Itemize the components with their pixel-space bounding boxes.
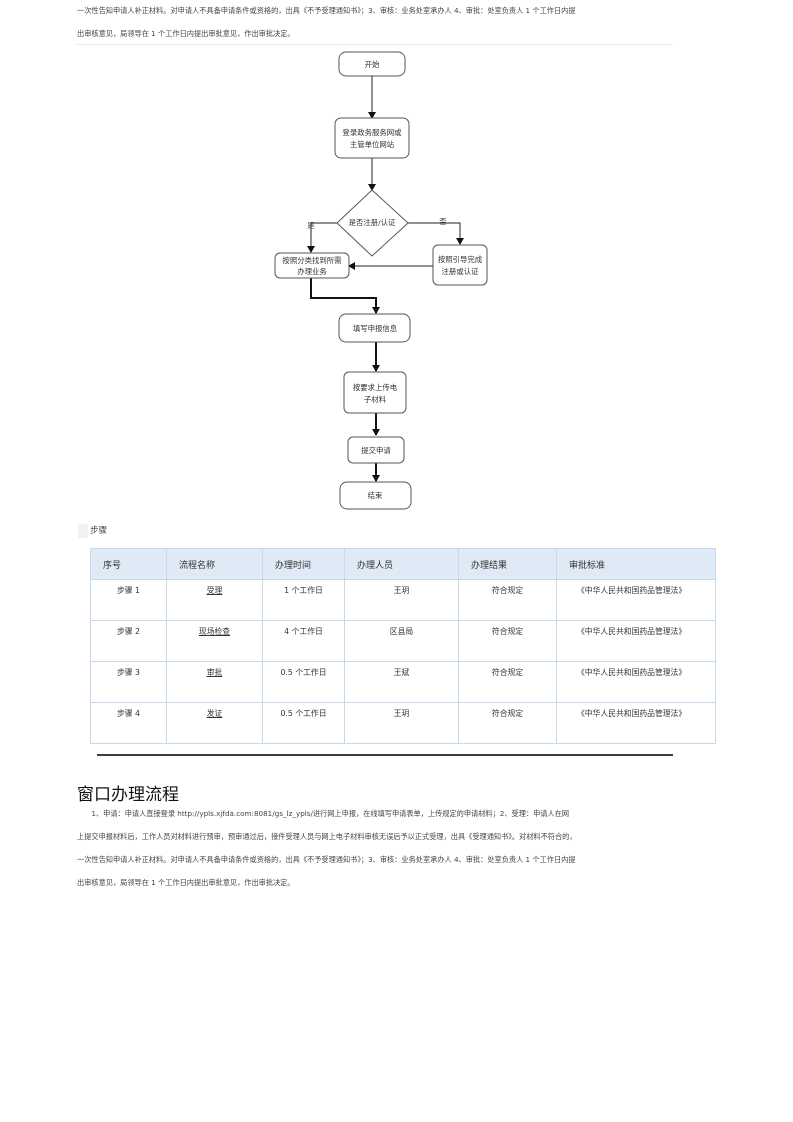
- step-handler: 区县局: [344, 620, 459, 662]
- step-number: 步骤 4: [90, 702, 167, 744]
- step-time: 0.5 个工作日: [262, 702, 345, 744]
- step-standard: 《中华人民共和国药品管理法》: [556, 661, 716, 703]
- flow-node-label: 登录政务服务网或: [342, 128, 402, 137]
- flow-node-label: 是否注册/认证: [349, 218, 396, 227]
- step-time: 0.5 个工作日: [262, 661, 345, 703]
- step-standard: 《中华人民共和国药品管理法》: [556, 579, 716, 621]
- section-divider: [97, 754, 673, 756]
- step-number: 步骤 1: [90, 579, 167, 621]
- step-result: 符合规定: [458, 579, 557, 621]
- step-handler: 王斌: [344, 661, 459, 703]
- step-name-link[interactable]: 受理: [206, 586, 223, 595]
- flow-node-label: 办理业务: [297, 267, 327, 276]
- paragraph-line: 一次性告知申请人补正材料。对申请人不具备申请条件或资格的，出具《不予受理通知书》…: [77, 855, 576, 864]
- flow-node-label: 提交申请: [361, 446, 391, 455]
- top-paragraph-line: 一次性告知申请人补正材料。对申请人不具备申请条件或资格的，出具《不予受理通知书》…: [77, 6, 576, 15]
- flow-node-find-business: 按照分类找到所需 办理业务: [274, 252, 350, 279]
- table-row: 步骤 3 审批 0.5 个工作日 王斌 符合规定 《中华人民共和国药品管理法》: [90, 661, 716, 703]
- flow-node-start: 开始: [338, 51, 406, 77]
- step-name-link[interactable]: 发证: [206, 709, 223, 718]
- column-header: 序号: [90, 548, 167, 580]
- table-row: 步骤 1 受理 1 个工作日 王玥 符合规定 《中华人民共和国药品管理法》: [90, 579, 716, 621]
- step-standard: 《中华人民共和国药品管理法》: [556, 702, 716, 744]
- step-result: 符合规定: [458, 702, 557, 744]
- table-row: 步骤 2 现场检查 4 个工作日 区县局 符合规定 《中华人民共和国药品管理法》: [90, 620, 716, 662]
- column-header: 审批标准: [556, 548, 716, 580]
- column-header: 办理结果: [458, 548, 557, 580]
- steps-label: 步骤: [77, 524, 108, 538]
- yes-label: 是: [307, 221, 315, 230]
- step-time: 4 个工作日: [262, 620, 345, 662]
- flow-node-label: 填写申报信息: [353, 324, 397, 333]
- step-standard: 《中华人民共和国药品管理法》: [556, 620, 716, 662]
- flow-node-label: 开始: [365, 60, 380, 69]
- flow-node-register: 按照引导完成 注册或认证: [432, 244, 488, 286]
- step-result: 符合规定: [458, 661, 557, 703]
- flow-connector: [408, 222, 464, 245]
- flow-node-submit: 提交申请: [347, 436, 405, 464]
- flow-node-decision: 是否注册/认证: [336, 189, 409, 257]
- step-handler: 王玥: [344, 702, 459, 744]
- flow-node-label: 按照引导完成: [438, 255, 483, 264]
- flow-node-label: 按要求上传电: [353, 383, 398, 392]
- flow-node-login: 登录政务服务网或 主管单位网站: [334, 117, 410, 159]
- flow-node-label: 注册或认证: [442, 267, 480, 276]
- table-row: 步骤 4 发证 0.5 个工作日 王玥 符合规定 《中华人民共和国药品管理法》: [90, 702, 716, 744]
- step-time: 1 个工作日: [262, 579, 345, 621]
- step-handler: 王玥: [344, 579, 459, 621]
- paragraph-line: 出审核意见，局领导在 1 个工作日内提出审批意见，作出审批决定。: [77, 878, 295, 887]
- flowchart: 开始 登录政务服务网或 主管单位网站 是否注册/认证 是 否 按照分类找到所需 …: [274, 51, 488, 510]
- flow-node-label: 按照分类找到所需: [282, 256, 341, 265]
- step-name-cell: 现场检查: [166, 620, 263, 662]
- step-name-cell: 受理: [166, 579, 263, 621]
- flow-node-upload: 按要求上传电 子材料: [343, 371, 407, 414]
- step-name-link[interactable]: 现场检查: [198, 627, 231, 636]
- flow-node-label: 结束: [368, 491, 383, 500]
- step-name-cell: 审批: [166, 661, 263, 703]
- table-header-row: 序号 流程名称 办理时间 办理人员 办理结果 审批标准: [90, 548, 716, 580]
- divider: [77, 44, 673, 45]
- top-paragraph: 一次性告知申请人补正材料。对申请人不具备申请条件或资格的，出具《不予受理通知书》…: [77, 0, 677, 46]
- section-title: 窗口办理流程: [77, 785, 179, 805]
- step-name-cell: 发证: [166, 702, 263, 744]
- flow-connector: [307, 222, 337, 253]
- step-name-link[interactable]: 审批: [206, 668, 223, 677]
- column-header: 办理时间: [262, 548, 345, 580]
- column-header: 流程名称: [166, 548, 263, 580]
- step-result: 符合规定: [458, 620, 557, 662]
- top-paragraph-line: 出审核意见，局领导在 1 个工作日内提出审批意见，作出审批决定。: [77, 29, 295, 38]
- steps-table: 序号 流程名称 办理时间 办理人员 办理结果 审批标准 步骤 1 受理 1 个工…: [90, 548, 716, 744]
- flow-node-label: 子材料: [364, 395, 387, 404]
- flow-connector: [310, 278, 380, 314]
- flow-node-end: 结束: [339, 481, 412, 510]
- no-label: 否: [439, 217, 447, 226]
- flow-node-label: 主管单位网站: [350, 140, 395, 149]
- flow-node-fill: 填写申报信息: [338, 313, 411, 343]
- step-number: 步骤 2: [90, 620, 167, 662]
- column-header: 办理人员: [344, 548, 459, 580]
- step-number: 步骤 3: [90, 661, 167, 703]
- paragraph-line: 上提交申报材料后，工作人员对材料进行预审，预审通过后，接件受理人员与网上电子材料…: [77, 832, 577, 841]
- paragraph-line: 1、申请：申请人直接登录 http://ypls.xjfda.com:8081/…: [77, 809, 570, 818]
- window-process-paragraph: 1、申请：申请人直接登录 http://ypls.xjfda.com:8081/…: [77, 803, 677, 895]
